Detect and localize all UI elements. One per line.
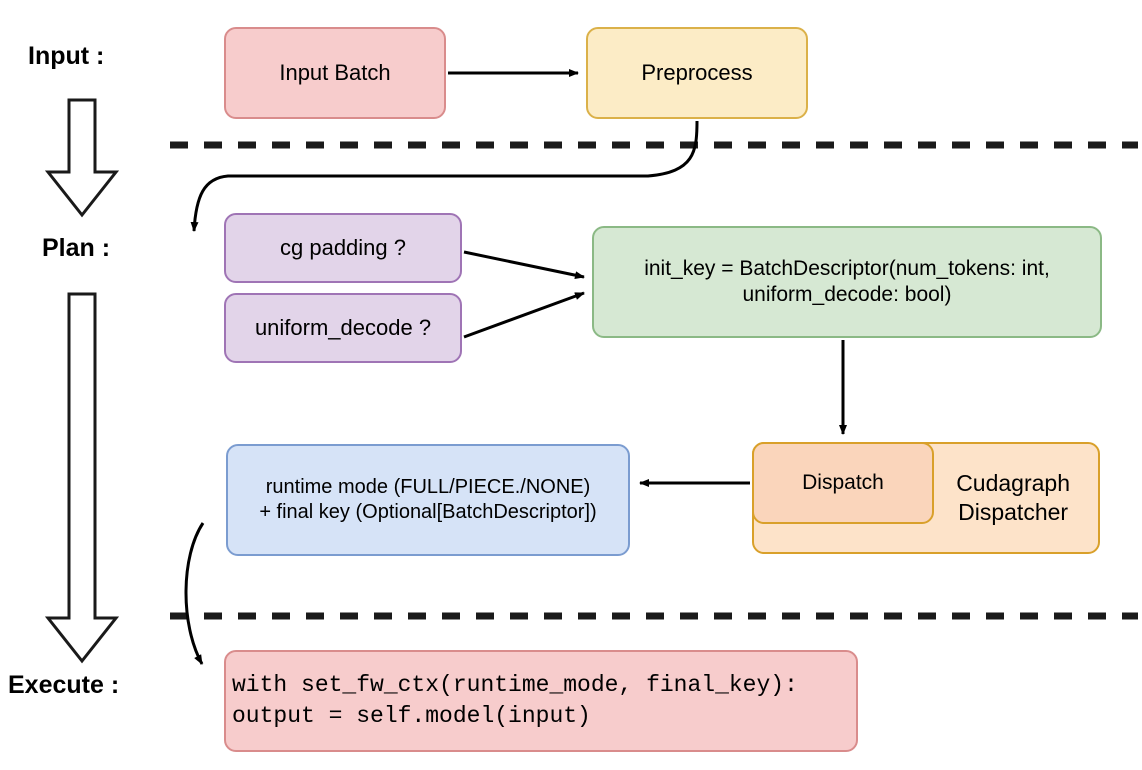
stage-label-execute: Execute :	[8, 671, 120, 699]
node-uniform-decode-label: uniform_decode ?	[254, 315, 432, 341]
node-cg-padding[interactable]: cg padding ?	[224, 213, 462, 283]
node-code-block[interactable]: with set_fw_ctx(runtime_mode, final_key)…	[224, 650, 858, 752]
node-cg-padding-label: cg padding ?	[280, 235, 406, 261]
node-input-batch[interactable]: Input Batch	[224, 27, 446, 119]
edge-cg-padding-to-init-key	[463, 250, 585, 280]
node-uniform-decode[interactable]: uniform_decode ?	[224, 293, 462, 363]
node-code-block-label: with set_fw_ctx(runtime_mode, final_key)…	[232, 671, 798, 729]
node-input-batch-label: Input Batch	[279, 60, 391, 86]
edge-runtime-mode-to-code-block	[184, 522, 205, 665]
node-preprocess[interactable]: Preprocess	[586, 27, 808, 119]
edge-uniform-decode-to-init-key	[463, 291, 585, 339]
stage-label-input: Input :	[28, 42, 105, 70]
node-init-key[interactable]: init_key = BatchDescriptor(num_tokens: i…	[592, 226, 1102, 338]
node-dispatch[interactable]: Dispatch	[752, 442, 934, 524]
node-dispatch-label: Dispatch	[802, 470, 884, 494]
node-runtime-mode[interactable]: runtime mode (FULL/PIECE./NONE) + final …	[226, 444, 630, 556]
node-cudagraph-dispatcher-label: Cudagraph Dispatcher	[956, 470, 1070, 525]
stage-arrow-input-to-plan	[44, 98, 120, 218]
node-preprocess-label: Preprocess	[641, 60, 753, 86]
node-init-key-label: init_key = BatchDescriptor(num_tokens: i…	[644, 256, 1050, 306]
stage-label-plan: Plan :	[42, 234, 111, 262]
node-runtime-mode-label: runtime mode (FULL/PIECE./NONE) + final …	[259, 476, 597, 523]
stage-arrow-plan-to-execute	[44, 292, 120, 664]
